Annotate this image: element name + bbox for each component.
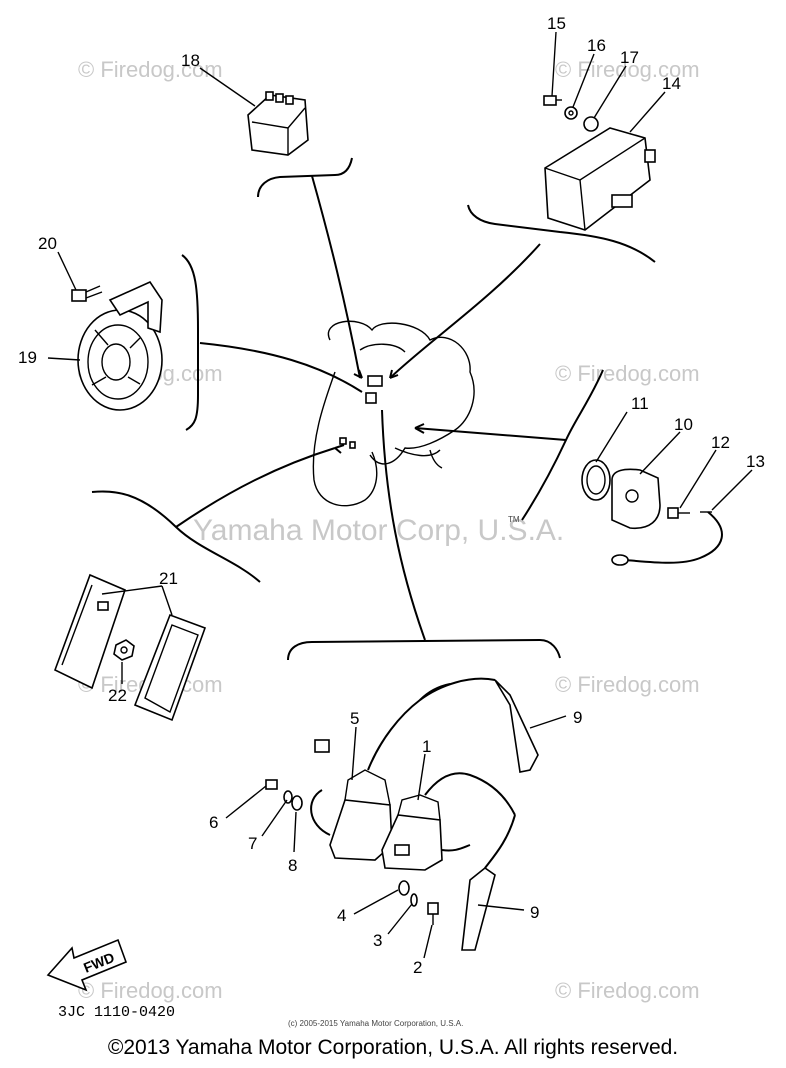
callout-20: 20 xyxy=(38,234,57,253)
cdi-unit-part-14 xyxy=(544,127,656,231)
screw-part-12 xyxy=(667,507,690,519)
bolt-part-2 xyxy=(427,902,439,925)
washer-part-8 xyxy=(291,795,303,811)
watermark-site: © Firedog.com xyxy=(78,57,223,82)
callout-leaders xyxy=(47,31,753,959)
callout-12: 12 xyxy=(711,433,730,452)
forward-arrow: FWD xyxy=(46,938,128,992)
ignition-coil-part-1 xyxy=(381,772,516,871)
washer-part-3 xyxy=(410,893,418,907)
callout-3: 3 xyxy=(373,931,382,950)
callout-8: 8 xyxy=(288,856,297,875)
oring-part-11 xyxy=(581,459,611,501)
callout-5: 5 xyxy=(350,709,359,728)
cdi-mount-marker xyxy=(367,375,383,387)
leader-lines xyxy=(175,175,567,641)
group-brackets xyxy=(91,157,656,661)
callout-7: 7 xyxy=(248,834,257,853)
cover-part-10 xyxy=(611,468,661,530)
watermark-site: © Firedog.com xyxy=(555,57,700,82)
motorcycle-outline xyxy=(312,320,475,507)
callout-18: 18 xyxy=(181,51,200,70)
callout-11: 11 xyxy=(631,394,649,413)
bolt-part-20 xyxy=(71,285,103,302)
callout-4: 4 xyxy=(337,906,346,925)
callout-22: 22 xyxy=(108,686,127,705)
lead-wire-part-13 xyxy=(611,511,723,566)
spark-plug-wire-part-9b xyxy=(461,814,516,951)
collar-part-4 xyxy=(398,880,410,896)
callout-9-upper: 9 xyxy=(573,708,582,727)
washer-part-16 xyxy=(564,106,578,120)
callout-numbers: 15 16 17 14 18 20 19 11 10 12 13 21 22 5… xyxy=(18,14,765,977)
callout-16: 16 xyxy=(587,36,606,55)
spark-plug-wire-part-9a xyxy=(419,679,539,773)
callout-13: 13 xyxy=(746,452,765,471)
reflector-part-21 xyxy=(53,573,207,722)
bolt-part-15 xyxy=(543,95,562,106)
coil-mount-marker xyxy=(365,392,377,404)
callout-6: 6 xyxy=(209,813,218,832)
diagram-part-code: 3JC 1110-0420 xyxy=(58,1004,175,1021)
reflector-mount-marker xyxy=(349,441,356,449)
callout-2: 2 xyxy=(413,958,422,977)
callout-9-lower: 9 xyxy=(530,903,539,922)
collar-part-17 xyxy=(583,116,599,132)
watermark-site: © Firedog.com xyxy=(78,978,223,1003)
nut-part-22 xyxy=(113,639,135,661)
relay-part-18 xyxy=(247,91,309,156)
watermark-site: © Firedog.com xyxy=(555,672,700,697)
horn-mount-marker xyxy=(339,437,347,445)
callout-21: 21 xyxy=(159,569,178,588)
fine-print-copyright: (c) 2005-2015 Yamaha Motor Corporation, … xyxy=(288,1019,463,1028)
callout-14: 14 xyxy=(662,74,681,93)
bolt-part-6 xyxy=(265,779,278,790)
copyright-notice: ©2013 Yamaha Motor Corporation, U.S.A. A… xyxy=(107,1036,679,1059)
washer-part-7 xyxy=(283,790,293,804)
callout-10: 10 xyxy=(674,415,693,434)
callout-17: 17 xyxy=(620,48,639,67)
watermark-company: Yamaha Motor Corp, U.S.A. xyxy=(193,514,564,547)
callout-15: 15 xyxy=(547,14,566,33)
watermark-site: © Firedog.com xyxy=(555,361,700,386)
watermark-tm: TM xyxy=(508,515,520,524)
watermark-site: © Firedog.com xyxy=(555,978,700,1003)
callout-1: 1 xyxy=(422,737,431,756)
callout-19: 19 xyxy=(18,348,37,367)
horn-part-19 xyxy=(77,280,163,411)
